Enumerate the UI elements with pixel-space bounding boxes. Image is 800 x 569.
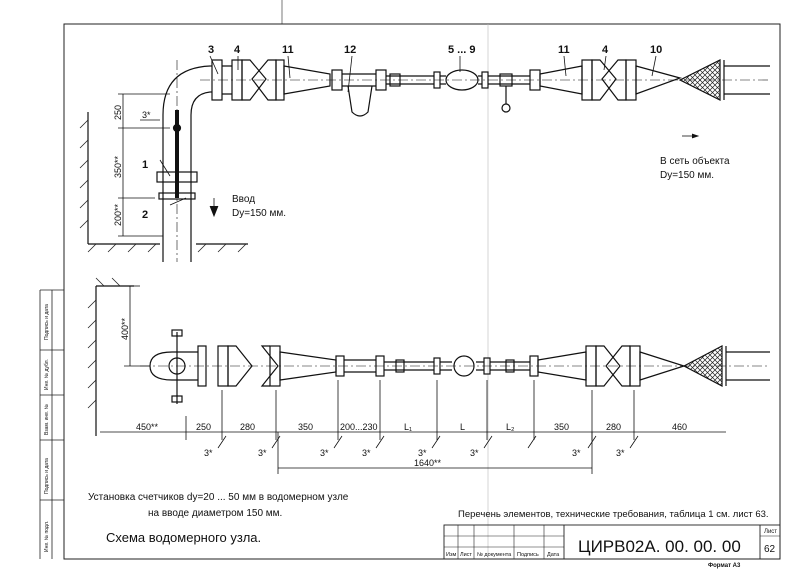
drawing-code: ЦИРВ02А. 00. 00. 00	[578, 537, 741, 556]
col-signature: Подпись	[517, 552, 539, 558]
title-block-text: Изм Лист № документа Подпись Дата ЦИРВ02…	[446, 529, 777, 569]
weld-mark: 3*	[362, 448, 371, 458]
seg-280-left: 280	[240, 422, 255, 432]
stamp-signature-1: Подпись и дата	[44, 304, 50, 340]
top-walls	[79, 112, 248, 253]
dim-total-1640: 1640**	[414, 458, 442, 468]
outlet-label: В сеть объекта	[660, 155, 730, 167]
install-note-line2: на вводе диаметром 150 мм.	[148, 508, 282, 519]
bottom-wall	[87, 277, 134, 436]
col-change: Изм	[446, 552, 456, 558]
seg-l: L	[460, 422, 465, 432]
stamp-original-inv: Инв. № подл.	[44, 521, 50, 552]
callout-4-left: 4	[234, 44, 241, 56]
seg-280-right: 280	[606, 422, 621, 432]
title-block	[443, 524, 781, 560]
callout-1: 1	[142, 159, 148, 171]
bottom-dimensions	[100, 285, 726, 474]
sheet-number: 62	[764, 544, 776, 555]
seg-250: 250	[196, 422, 211, 432]
seg-460: 460	[672, 422, 687, 432]
top-leaders	[159, 55, 657, 206]
weld-mark: 3*	[320, 448, 329, 458]
col-date: Дата	[547, 552, 560, 558]
install-note-line1: Установка счетчиков dy=20 ... 50 мм в во…	[88, 492, 349, 503]
weld-mark: 3*	[418, 448, 427, 458]
seg-450: 450**	[136, 422, 159, 432]
inlet-diameter: Dy=150 мм.	[232, 208, 286, 219]
inlet-label: Ввод	[232, 194, 255, 205]
top-assembly	[79, 55, 770, 262]
callout-4-right: 4	[602, 44, 609, 56]
callout-10: 10	[650, 44, 662, 56]
sheet-label: Лист	[764, 529, 777, 535]
dim-350: 350**	[113, 155, 123, 178]
callout-3: 3	[208, 44, 214, 56]
seg-350-right: 350	[554, 422, 569, 432]
bottom-pipeline	[140, 329, 770, 404]
notes: Установка счетчиков dy=20 ... 50 мм в во…	[88, 492, 769, 545]
top-dimensions	[118, 93, 700, 237]
weld-mark: 3*	[258, 448, 267, 458]
col-document: № документа	[477, 552, 512, 558]
weld-mark-top: 3*	[142, 110, 151, 120]
weld-mark: 3*	[470, 448, 479, 458]
reference-note: Перечень элементов, технические требован…	[458, 509, 769, 520]
bottom-assembly	[87, 277, 770, 474]
stamp-signature-2: Подпись и дата	[44, 458, 50, 494]
seg-l2: L₂	[506, 422, 515, 432]
top-labels: 3 4 11 12 5 ... 9 11 4 10 1 2 250 350** …	[113, 44, 730, 226]
callout-11-left: 11	[282, 44, 294, 56]
inlet-riser	[156, 60, 211, 262]
seg-350-left: 350	[298, 422, 313, 432]
callout-12: 12	[344, 44, 356, 56]
seg-200-230: 200...230	[340, 422, 378, 432]
paper-format: Формат А3	[708, 563, 741, 569]
seg-l1: L₁	[404, 422, 412, 432]
callout-2: 2	[142, 209, 148, 221]
callout-11-right: 11	[558, 44, 570, 56]
outlet-diameter: Dy=150 мм.	[660, 170, 714, 181]
side-stamp: Подпись и дата Инв. № дубл. Взам. инв. №…	[44, 304, 50, 552]
weld-mark: 3*	[616, 448, 625, 458]
top-pipeline	[200, 59, 770, 117]
callout-5-9: 5 ... 9	[448, 44, 476, 56]
drawing-title: Схема водомерного узла.	[106, 530, 261, 545]
stamp-duplicate-inv: Инв. № дубл.	[44, 359, 50, 390]
sheet-frame	[39, 0, 781, 560]
dim-400: 400**	[120, 317, 130, 340]
dim-200: 200**	[113, 203, 123, 226]
weld-mark: 3*	[572, 448, 581, 458]
dim-250: 250	[113, 105, 123, 120]
bottom-labels: 400** 450** 250 280 350 200...230 L₁ L L…	[120, 317, 687, 468]
col-sheet: Лист	[460, 552, 472, 558]
weld-mark: 3*	[204, 448, 213, 458]
stamp-replace-inv: Взам. инв. №	[44, 404, 50, 435]
